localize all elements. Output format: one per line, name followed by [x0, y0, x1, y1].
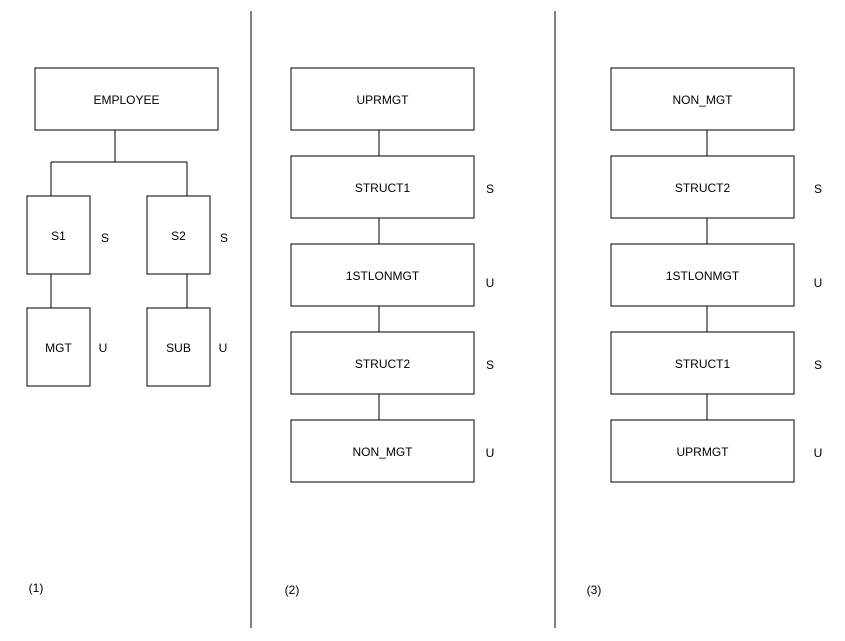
panel-2: UPRMGT STRUCT1 S 1STLONMGT U STRUCT2 S N…	[285, 67, 495, 597]
chain-node	[610, 67, 795, 131]
node-employee	[34, 67, 219, 131]
chain-node	[290, 331, 475, 395]
node-s2	[146, 195, 211, 275]
node-sub	[146, 307, 211, 387]
chain-node-tag: S	[486, 358, 494, 372]
chain-node-tag: S	[814, 358, 822, 372]
chain-node-label: STRUCT1	[675, 357, 731, 371]
panel-1: EMPLOYEE S1 S S2 S MGT U SUB U (1)	[26, 67, 228, 595]
node-s2-label: S2	[171, 229, 186, 243]
chain-node-label: 1STLONMGT	[346, 269, 420, 283]
chain-node-label: UPRMGT	[677, 445, 730, 459]
chain-node	[610, 419, 795, 483]
panel-1-caption: (1)	[29, 581, 44, 595]
chain-node	[290, 155, 475, 219]
chain-node-label: STRUCT2	[675, 181, 731, 195]
panel-3-caption: (3)	[587, 583, 602, 597]
chain-node-label: NON_MGT	[353, 445, 414, 459]
chain-node	[290, 243, 475, 307]
node-s1	[26, 195, 91, 275]
chain-node	[610, 243, 795, 307]
chain-node-label: 1STLONMGT	[666, 269, 740, 283]
node-s1-tag: S	[101, 231, 109, 245]
node-sub-label: SUB	[166, 341, 191, 355]
chain-node-label: STRUCT1	[355, 181, 411, 195]
chain-node-tag: U	[486, 446, 495, 460]
node-s2-tag: S	[220, 231, 228, 245]
node-mgt-tag: U	[99, 341, 108, 355]
chain-node-label: NON_MGT	[673, 93, 734, 107]
chain-node-label: UPRMGT	[357, 93, 410, 107]
chain-node-tag: S	[814, 182, 822, 196]
chain-node	[290, 419, 475, 483]
node-mgt	[26, 307, 91, 387]
panel-3: NON_MGT STRUCT2 S 1STLONMGT U STRUCT1 S …	[587, 67, 823, 597]
node-sub-tag: U	[219, 341, 228, 355]
chain-node-tag: U	[486, 276, 495, 290]
chain-node	[290, 67, 475, 131]
node-s1-label: S1	[51, 229, 66, 243]
node-mgt-label: MGT	[45, 341, 72, 355]
chain-node-tag: S	[486, 182, 494, 196]
chain-node	[610, 331, 795, 395]
chain-node-label: STRUCT2	[355, 357, 411, 371]
chain-node-tag: U	[814, 276, 823, 290]
node-employee-label: EMPLOYEE	[93, 93, 159, 107]
chain-node	[610, 155, 795, 219]
panel-2-caption: (2)	[285, 583, 300, 597]
chain-node-tag: U	[814, 446, 823, 460]
